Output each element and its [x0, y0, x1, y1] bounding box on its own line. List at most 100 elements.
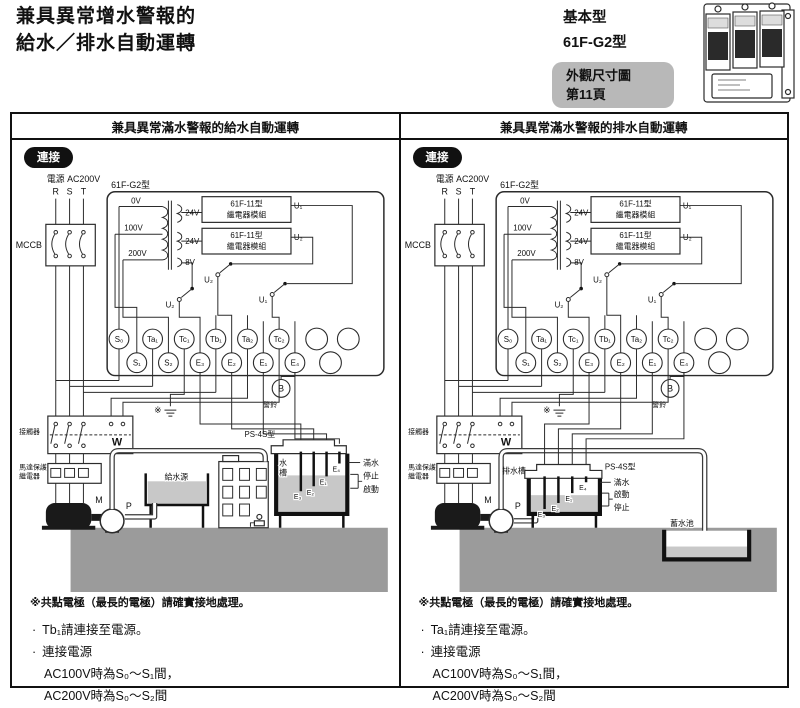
level-labels: 滿水 停止 啟動: [348, 457, 379, 494]
terminal-e3: E₃: [196, 359, 204, 368]
table-header-row: 兼具異常滿水警報的給水自動運轉 兼具異常滿水警報的排水自動運轉: [12, 114, 787, 140]
model-type: 基本型: [563, 10, 607, 26]
electrode-wires: [199, 372, 340, 444]
level-low-label: 停止: [613, 502, 629, 512]
terminal-s0: S₀: [115, 335, 124, 344]
terminal-ta1: Ta₁: [147, 335, 158, 344]
page-title: 兼具異常增水警報的 給水／排水自動運轉: [16, 4, 196, 57]
terminal-row-top: S₀ Ta₁ Tc₁ Tb₁ Ta₂ Tc₂: [108, 327, 360, 351]
electrode-e3-label: E₃: [537, 512, 545, 519]
pump: [99, 508, 125, 534]
internal-wires: [215, 315, 296, 353]
tank-label-char2: 槽: [279, 467, 287, 477]
electrode-wires: [543, 372, 684, 467]
note-ac200: AC200V時為S₀～S₂間: [44, 688, 168, 703]
relay-contact-u2-lower: U₂: [166, 286, 201, 353]
note-ta1: Ta₁請連接至電源。: [430, 623, 536, 637]
level-mid-label: 啟動: [613, 489, 629, 499]
relay-module-1-line1: 61F-11型: [230, 200, 262, 209]
coil-8v-label: 8V: [185, 258, 195, 267]
phase-s: S: [67, 187, 73, 197]
coil-24v-1-label: 24V: [185, 208, 200, 217]
tap-0v-label: 0V: [131, 197, 141, 206]
tap-200v-label: 200V: [128, 249, 147, 258]
ground-note: ※共點電極（最長的電極）請確實接地處理。: [418, 597, 639, 609]
comparison-table: 兼具異常滿水警報的給水自動運轉 兼具異常滿水警報的排水自動運轉 連接 電源 AC…: [10, 112, 789, 703]
terminal-s2: S₂: [164, 359, 172, 368]
terminal-e2: E₂: [228, 359, 236, 368]
terminal-tc1: Tc₁: [179, 335, 190, 344]
electrode-e4-label: E₄: [332, 466, 340, 473]
motor: [41, 503, 104, 530]
product-relay-modules: [705, 2, 785, 71]
phase-t: T: [81, 187, 87, 197]
electrodes: E₃ E₂ E₁ E₄: [536, 476, 587, 520]
terminal-spare-2: [336, 327, 360, 351]
building: [218, 455, 269, 529]
note-ac200: AC200V時為S₀～S₂間: [432, 688, 556, 703]
motor-relay-label-2: 繼電器: [19, 471, 40, 480]
source-tank-label: 給水源: [164, 471, 188, 481]
note-power: 連接電源: [430, 644, 481, 659]
motor-relay-box: [47, 462, 102, 484]
holder-label: PS-4S型: [244, 430, 275, 439]
bullet-dot: ·: [420, 644, 425, 659]
ground-note: ※共點電極（最長的電極）請確實接地處理。: [30, 597, 250, 609]
bell-terminal: B 警鈴: [263, 372, 296, 409]
contactor-label: 接觸器: [19, 427, 40, 436]
table-body: 連接 電源 AC200V R S T: [12, 140, 787, 703]
note-line: · 連接電源: [421, 642, 786, 664]
page-title-line2: 給水／排水自動運轉: [16, 32, 197, 54]
coil-24v-2-label: 24V: [185, 237, 200, 246]
earth-symbol: ※: [154, 348, 185, 417]
table-header-drain: 兼具異常滿水警報的排水自動運轉: [499, 120, 688, 135]
suction-pipe: [124, 503, 158, 520]
terminal-e1: E₁: [259, 359, 267, 368]
transformer: [114, 200, 203, 353]
level-full-label: 滿水: [613, 477, 629, 487]
motor-label: M: [95, 495, 102, 505]
relay-contact-u2-upper: U₂: [204, 236, 314, 353]
bullet-dot: ·: [32, 623, 37, 637]
contactor-box: W: [47, 415, 134, 455]
note-power: 連接電源: [42, 644, 93, 659]
tank-label-char1: 水: [279, 457, 287, 467]
model-name: 61F-G2型: [563, 35, 627, 52]
motor-relay-label-1: 馬達保護: [19, 462, 47, 471]
relay-module-2-line2: 繼電器模組: [227, 241, 267, 251]
panel-supply: 連接 電源 AC200V R S T: [12, 140, 401, 703]
holder-label: PS-4S型: [604, 462, 635, 471]
circuit-core: 電源 AC200V R S T MCCB: [16, 174, 388, 592]
electrode-e1-label: E₁: [565, 496, 573, 503]
bell-label: 警鈴: [263, 400, 277, 409]
electrode-holder: PS-4S型: [244, 430, 347, 455]
panel-notes: · Ta₁請連接至電源。 · 連接電源 AC100V時為S₀～S₁間， AC200V…: [421, 620, 786, 708]
drain-pipe: [497, 447, 707, 551]
mccb-label: MCCB: [16, 240, 42, 250]
note-line: · Ta₁請連接至電源。: [421, 620, 786, 642]
note-tb1: Tb₁請連接至電源。: [42, 623, 149, 637]
product-terminal-cover: [711, 73, 773, 99]
relay-contact-u1-label: U₁: [259, 295, 268, 304]
note-line: · 連接電源: [32, 642, 397, 664]
electrodes: E₃ E₂ E₁ E₄: [293, 451, 341, 502]
electrode-e4-label: E₄: [579, 485, 587, 492]
terminal-e4: E₄: [291, 359, 299, 368]
terminal-ta2: Ta₂: [242, 335, 253, 344]
reservoir-label: 蓄水池: [670, 518, 694, 528]
electrode-holder: PS-4S型: [523, 462, 635, 479]
relay-contact-u2-upper-label: U₂: [204, 276, 213, 285]
level-labels: 滿水 啟動 停止: [599, 477, 629, 512]
terminal-tc2: Tc₂: [274, 335, 285, 344]
electrode-e2-label: E₂: [307, 490, 315, 497]
bullet-dot: ·: [32, 644, 37, 659]
unit-label: 61F-G2型: [111, 180, 150, 190]
faucet: [249, 513, 265, 527]
bell-terminal-label: B: [278, 383, 284, 393]
water-tank: 水 槽: [274, 453, 350, 528]
panel-notes: ·Tb₁請連接至電源。 ·連接電源 AC100V時為S₀～S₁間， AC200V…: [32, 620, 397, 708]
note-ac100: AC100V時為S₀～S₁間，: [432, 666, 568, 681]
product-illustration: [703, 2, 795, 103]
connection-badge: 連接: [412, 147, 462, 168]
bullet-dot: ·: [420, 623, 425, 637]
